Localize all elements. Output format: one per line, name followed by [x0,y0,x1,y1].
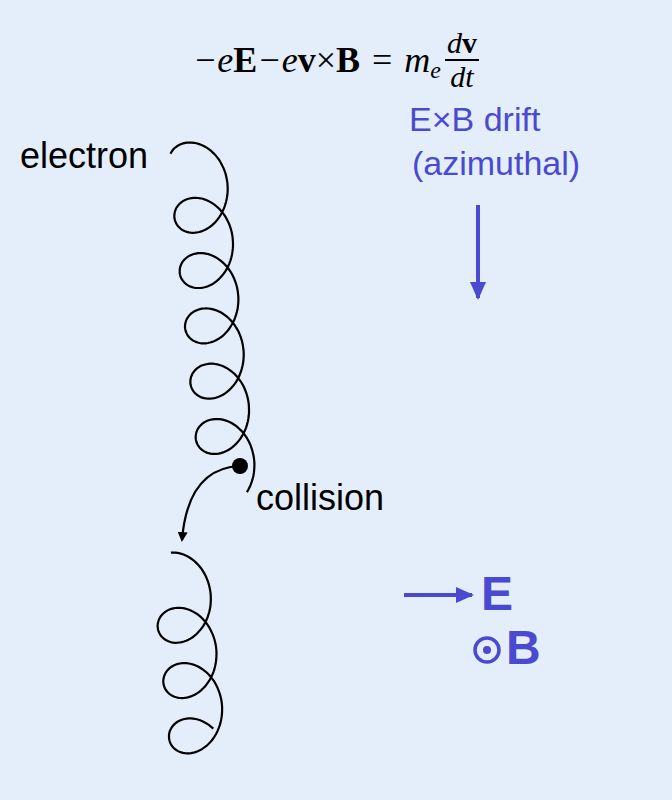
equation-term: −e [193,39,233,81]
equation-term: × [316,39,336,81]
equation-term: d [447,26,462,59]
equation-term: t [465,60,473,93]
fraction-denominator: dt [448,61,475,92]
drift-arrow [476,205,480,298]
equation-term: −e [257,39,297,81]
electron-gyration-path [158,553,223,754]
particle-label: electron [20,136,148,176]
out-of-page-symbol [475,638,499,662]
equation-term: E [233,39,257,81]
equation-term: v [462,26,477,59]
drift-label: E×B drift [409,101,540,138]
fraction-numerator: dv [445,28,479,61]
equation-term: d [450,60,465,93]
equation-term: e [430,57,441,84]
event-label: collision [256,478,384,518]
drift-label: (azimuthal) [412,145,580,182]
out-of-page-dot [483,646,491,654]
electron-gyration-path [171,143,255,493]
fraction: dvdt [445,28,479,92]
equation-term: B [336,39,360,81]
equation-term: m [404,39,430,81]
scatter-arrow [182,466,240,540]
field-label: E [481,568,513,621]
collision-dot [232,458,248,474]
equation-term: v [298,39,316,81]
field-label: B [506,622,541,675]
field-arrow [404,593,472,597]
equation: −eE−ev×B=medvdt [0,28,672,92]
equation-term: = [372,39,392,81]
